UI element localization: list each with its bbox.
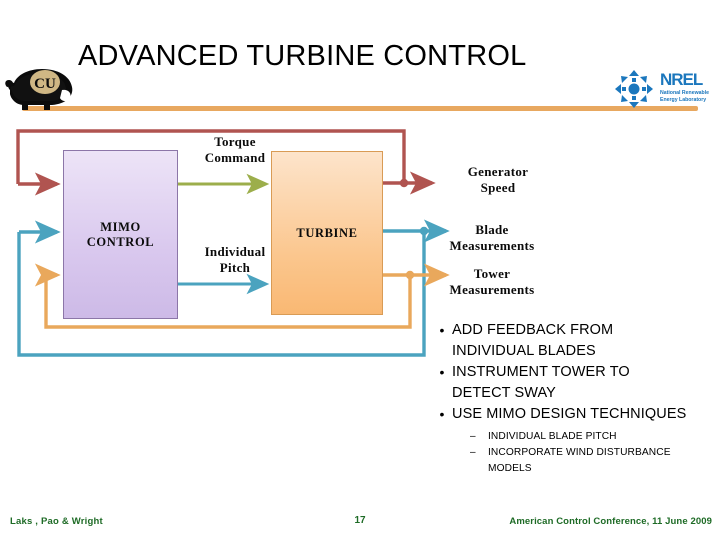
header-divider — [22, 106, 698, 111]
label-torque-line2: Command — [204, 150, 266, 165]
bullet-marker-icon: • — [439, 322, 445, 338]
dash-marker-icon: – — [470, 447, 476, 458]
label-tower-measurements: Tower Measurements — [424, 266, 560, 298]
bullet-text: INSTRUMENT TOWER TO DETECT SWAY — [452, 364, 630, 401]
sub-list-item: – INDIVIDUAL BLADE PITCH — [470, 429, 688, 445]
footer-authors: Laks , Pao & Wright — [10, 516, 103, 527]
bullet-text: ADD FEEDBACK FROM INDIVIDUAL BLADES — [452, 322, 614, 359]
block-mimo-label-line2: CONTROL — [86, 234, 155, 249]
footer-page-number: 17 — [354, 515, 366, 526]
sub-list-item: – INCORPORATE WIND DISTURBANCE MODELS — [470, 445, 688, 476]
block-turbine[interactable]: TURBINE — [271, 151, 383, 315]
label-torque-command: Torque Command — [176, 134, 294, 166]
nrel-diamond-icon — [615, 70, 653, 108]
slide-footer: Laks , Pao & Wright 17 American Control … — [0, 510, 720, 540]
block-turbine-label: TURBINE — [296, 225, 358, 240]
page-title: ADVANCED TURBINE CONTROL — [78, 40, 527, 72]
footer-conference: American Control Conference, 11 June 200… — [509, 516, 712, 527]
label-blade-measurements: Blade Measurements — [424, 222, 560, 254]
list-item: • ADD FEEDBACK FROM INDIVIDUAL BLADES — [432, 320, 688, 361]
nrel-tagline: National Renewable Energy Laboratory — [660, 90, 709, 104]
nrel-logo: NREL National Renewable Energy Laborator… — [612, 68, 716, 110]
label-individual-pitch: Individual Pitch — [176, 244, 294, 276]
label-tower-line2: Measurements — [449, 282, 535, 297]
nrel-tagline-line2: Energy Laboratory — [660, 97, 707, 103]
sub-bullet-list: – INDIVIDUAL BLADE PITCH – INCORPORATE W… — [470, 429, 688, 476]
bullet-text: USE MIMO DESIGN TECHNIQUES — [452, 406, 687, 422]
label-pitch-line2: Pitch — [219, 260, 251, 275]
block-mimo-label-line1: MIMO — [100, 219, 141, 234]
block-mimo-control[interactable]: MIMO CONTROL — [63, 150, 178, 319]
diagram-wires — [16, 129, 450, 357]
sub-bullet-text: INCORPORATE WIND DISTURBANCE MODELS — [488, 447, 671, 474]
nrel-wordmark: NREL — [660, 70, 703, 89]
nrel-tagline-line1: National Renewable — [660, 90, 710, 96]
sub-bullet-text: INDIVIDUAL BLADE PITCH — [488, 431, 617, 442]
label-blade-line2: Measurements — [449, 238, 535, 253]
list-item: • USE MIMO DESIGN TECHNIQUES — [432, 404, 688, 425]
label-blade-line1: Blade — [475, 222, 509, 237]
control-block-diagram: MIMO CONTROL TURBINE Torque Command Indi… — [0, 118, 720, 378]
svg-text:CU: CU — [34, 76, 56, 92]
wire-generator-speed — [16, 129, 436, 196]
label-pitch-line1: Individual — [204, 244, 266, 259]
wire-blade-measurements — [17, 219, 450, 357]
label-gen-line1: Generator — [467, 164, 529, 179]
dash-marker-icon: – — [470, 431, 476, 442]
label-torque-line1: Torque — [214, 134, 256, 149]
list-item: • INSTRUMENT TOWER TO DETECT SWAY — [432, 362, 688, 403]
bullet-marker-icon: • — [439, 364, 445, 380]
cu-buffalo-logo: CU — [5, 69, 73, 110]
bullet-list: • ADD FEEDBACK FROM INDIVIDUAL BLADES • … — [432, 320, 688, 476]
label-gen-line2: Speed — [480, 180, 516, 195]
wire-tower-measurements — [34, 263, 450, 329]
label-tower-line1: Tower — [473, 266, 511, 281]
bullet-marker-icon: • — [439, 406, 445, 422]
label-generator-speed: Generator Speed — [438, 164, 558, 196]
